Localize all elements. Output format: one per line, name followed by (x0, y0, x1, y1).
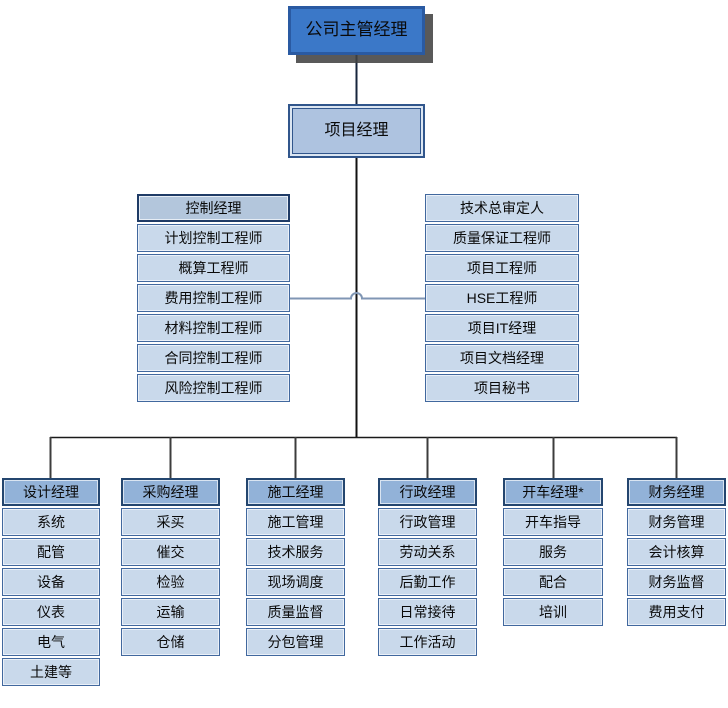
control-item: 风险控制工程师 (137, 374, 290, 402)
dept-item: 技术服务 (246, 538, 345, 566)
box-company-director: 公司主管经理 (288, 6, 425, 55)
dept-item: 日常接待 (378, 598, 477, 626)
dept-item: 分包管理 (246, 628, 345, 656)
staff-group-column: 技术总审定人 质量保证工程师 项目工程师 HSE工程师 项目IT经理 项目文档经… (425, 194, 579, 402)
control-item: 费用控制工程师 (137, 284, 290, 312)
connector-mid-horizontal (290, 292, 425, 300)
staff-item: 技术总审定人 (425, 194, 579, 222)
control-item: 合同控制工程师 (137, 344, 290, 372)
dept-column-finance: 财务经理 财务管理 会计核算 财务监督 费用支付 (627, 478, 726, 626)
dept-item: 开车指导 (503, 508, 603, 536)
dept-item: 运输 (121, 598, 220, 626)
dept-header: 行政经理 (378, 478, 477, 506)
dept-item: 劳动关系 (378, 538, 477, 566)
dept-column-construction: 施工经理 施工管理 技术服务 现场调度 质量监督 分包管理 (246, 478, 345, 656)
dept-header: 财务经理 (627, 478, 726, 506)
dept-item: 土建等 (2, 658, 100, 686)
dept-header: 施工经理 (246, 478, 345, 506)
dept-item: 仪表 (2, 598, 100, 626)
dept-item: 费用支付 (627, 598, 726, 626)
control-item: 计划控制工程师 (137, 224, 290, 252)
control-item: 概算工程师 (137, 254, 290, 282)
dept-item: 采买 (121, 508, 220, 536)
dept-item: 现场调度 (246, 568, 345, 596)
dept-item: 配管 (2, 538, 100, 566)
dept-item: 财务监督 (627, 568, 726, 596)
dept-item: 服务 (503, 538, 603, 566)
box-project-manager: 项目经理 (288, 104, 425, 158)
dept-header: 开车经理* (503, 478, 603, 506)
dept-item: 工作活动 (378, 628, 477, 656)
dept-item: 后勤工作 (378, 568, 477, 596)
dept-item: 系统 (2, 508, 100, 536)
dept-header: 设计经理 (2, 478, 100, 506)
dept-item: 行政管理 (378, 508, 477, 536)
dept-item: 设备 (2, 568, 100, 596)
dept-column-admin: 行政经理 行政管理 劳动关系 后勤工作 日常接待 工作活动 (378, 478, 477, 656)
dept-item: 施工管理 (246, 508, 345, 536)
dept-column-startup: 开车经理* 开车指导 服务 配合 培训 (503, 478, 603, 626)
staff-item: HSE工程师 (425, 284, 579, 312)
dept-column-procurement: 采购经理 采买 催交 检验 运输 仓储 (121, 478, 220, 656)
dept-item: 仓储 (121, 628, 220, 656)
control-group-header: 控制经理 (137, 194, 290, 222)
dept-item: 会计核算 (627, 538, 726, 566)
staff-item: 项目秘书 (425, 374, 579, 402)
staff-item: 项目工程师 (425, 254, 579, 282)
dept-item: 质量监督 (246, 598, 345, 626)
staff-item: 项目IT经理 (425, 314, 579, 342)
control-group-column: 控制经理 计划控制工程师 概算工程师 费用控制工程师 材料控制工程师 合同控制工… (137, 194, 290, 402)
dept-column-design: 设计经理 系统 配管 设备 仪表 电气 土建等 (2, 478, 100, 686)
dept-item: 电气 (2, 628, 100, 656)
dept-item: 财务管理 (627, 508, 726, 536)
dept-item: 检验 (121, 568, 220, 596)
staff-item: 项目文档经理 (425, 344, 579, 372)
staff-item: 质量保证工程师 (425, 224, 579, 252)
dept-item: 配合 (503, 568, 603, 596)
dept-header: 采购经理 (121, 478, 220, 506)
control-item: 材料控制工程师 (137, 314, 290, 342)
dept-item: 催交 (121, 538, 220, 566)
dept-item: 培训 (503, 598, 603, 626)
